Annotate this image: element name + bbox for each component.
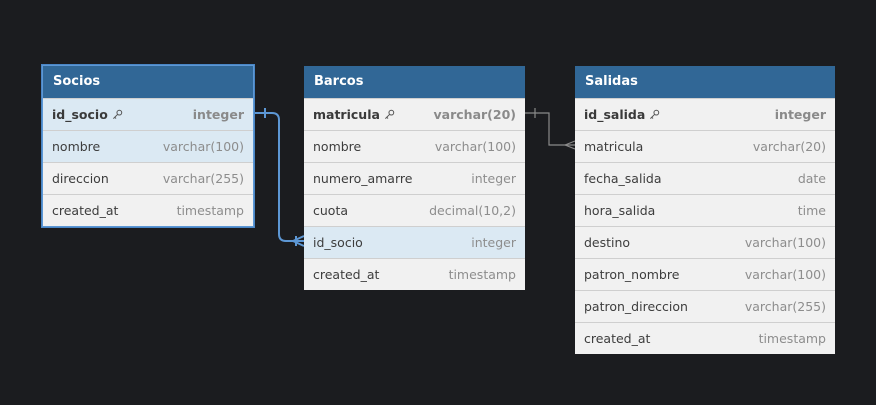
- field-row[interactable]: hora_salida time: [575, 194, 835, 226]
- field-type: time: [797, 203, 826, 218]
- field-row[interactable]: numero_amarre integer: [304, 162, 525, 194]
- field-row[interactable]: patron_direccion varchar(255): [575, 290, 835, 322]
- field-row[interactable]: nombre varchar(100): [43, 130, 253, 162]
- field-type: varchar(100): [744, 267, 826, 282]
- field-row[interactable]: created_at timestamp: [43, 194, 253, 226]
- field-name: id_salida: [584, 107, 646, 122]
- field-name: numero_amarre: [313, 171, 413, 186]
- field-name: patron_direccion: [584, 299, 688, 314]
- field-type: varchar(255): [162, 171, 244, 186]
- field-row[interactable]: fecha_salida date: [575, 162, 835, 194]
- key-icon: [384, 109, 395, 119]
- table-socios[interactable]: Socios id_socio integer nombre varchar(1…: [42, 65, 254, 227]
- field-type: decimal(10,2): [429, 203, 516, 218]
- field-name: hora_salida: [584, 203, 656, 218]
- key-icon: [650, 109, 660, 119]
- field-row[interactable]: created_at timestamp: [575, 322, 835, 354]
- relation-socios-barcos[interactable]: [254, 108, 305, 247]
- field-name: direccion: [52, 171, 109, 186]
- field-name: destino: [584, 235, 631, 250]
- field-type: timestamp: [176, 203, 244, 218]
- field-row[interactable]: patron_nombre varchar(100): [575, 258, 835, 290]
- field-name: nombre: [313, 139, 362, 154]
- table-salidas[interactable]: Salidas id_salida integer matricula varc…: [575, 66, 835, 354]
- field-row[interactable]: direccion varchar(255): [43, 162, 253, 194]
- field-type: varchar(255): [744, 299, 826, 314]
- field-name: nombre: [52, 139, 101, 154]
- field-row[interactable]: created_at timestamp: [304, 258, 525, 290]
- field-type: timestamp: [448, 267, 516, 282]
- field-type: varchar(100): [434, 139, 516, 154]
- field-name: created_at: [52, 203, 119, 218]
- field-row[interactable]: id_socio integer: [43, 98, 253, 130]
- field-type: integer: [192, 107, 244, 122]
- field-row[interactable]: matricula varchar(20): [575, 130, 835, 162]
- field-name: id_socio: [313, 235, 363, 250]
- field-row[interactable]: id_salida integer: [575, 98, 835, 130]
- table-title[interactable]: Socios: [43, 66, 253, 98]
- field-row[interactable]: matricula varchar(20): [304, 98, 525, 130]
- table-barcos[interactable]: Barcos matricula varchar(20) nombre varc…: [304, 66, 525, 290]
- table-title[interactable]: Barcos: [304, 66, 525, 98]
- field-name: created_at: [313, 267, 380, 282]
- field-type: varchar(100): [162, 139, 244, 154]
- field-name: id_socio: [52, 107, 108, 122]
- field-name: matricula: [313, 107, 380, 122]
- key-icon: [112, 109, 123, 119]
- field-name: matricula: [584, 139, 644, 154]
- field-type: varchar(20): [433, 107, 516, 122]
- field-name: fecha_salida: [584, 171, 662, 186]
- field-row[interactable]: cuota decimal(10,2): [304, 194, 525, 226]
- table-title[interactable]: Salidas: [575, 66, 835, 98]
- field-type: date: [797, 171, 826, 186]
- field-name: patron_nombre: [584, 267, 680, 282]
- field-row[interactable]: nombre varchar(100): [304, 130, 525, 162]
- field-row[interactable]: destino varchar(100): [575, 226, 835, 258]
- field-name: created_at: [584, 331, 651, 346]
- relation-barcos-salidas[interactable]: [525, 108, 576, 150]
- field-type: integer: [774, 107, 826, 122]
- field-type: varchar(100): [744, 235, 826, 250]
- field-type: timestamp: [758, 331, 826, 346]
- field-name: cuota: [313, 203, 349, 218]
- field-type: integer: [471, 171, 516, 186]
- field-type: integer: [471, 235, 516, 250]
- field-type: varchar(20): [752, 139, 826, 154]
- field-row[interactable]: id_socio integer: [304, 226, 525, 258]
